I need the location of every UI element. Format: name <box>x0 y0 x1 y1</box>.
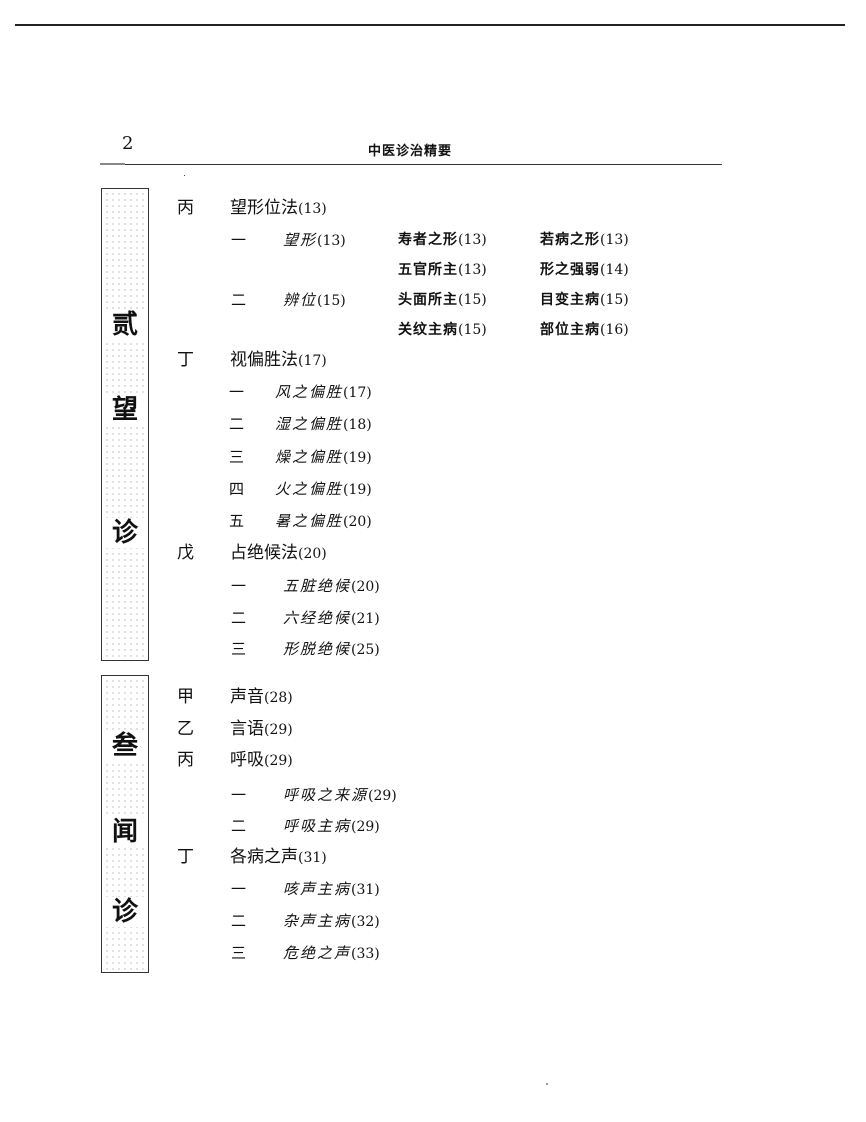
entry-marker: 戊 <box>177 543 194 563</box>
entry-marker: 二 <box>231 912 247 930</box>
section-label-char: 贰 <box>102 310 148 340</box>
sub-entry[interactable]: 五官所主(13) <box>398 262 487 278</box>
entry-marker: 二 <box>229 415 245 433</box>
entry-marker: 三 <box>231 944 247 962</box>
entry-title: 望形位法(13) <box>230 198 327 218</box>
page-ref: (20) <box>351 579 380 595</box>
section-label-box: 贰 望 诊 <box>101 188 149 661</box>
sub-entry[interactable]: 寿者之形(13) <box>398 232 487 248</box>
entry-marker: 二 <box>231 291 247 309</box>
sub-entry[interactable]: 形之强弱(14) <box>540 262 629 278</box>
sub-entry[interactable]: 部位主病(16) <box>540 322 629 338</box>
sub-entry[interactable]: 若病之形(13) <box>540 232 629 248</box>
entry-marker: 一 <box>229 383 245 401</box>
page-ref: (29) <box>368 788 397 804</box>
entry-marker: 丁 <box>177 847 194 867</box>
entry-title: 声音(28) <box>230 687 293 707</box>
entry-marker: 一 <box>231 577 247 595</box>
page-ref: (31) <box>298 850 327 866</box>
entry-marker: 三 <box>231 640 247 658</box>
page-ref: (21) <box>351 611 380 627</box>
entry-title: 杂声主病(32) <box>283 912 380 930</box>
entry-title: 六经绝候(21) <box>283 609 380 627</box>
section-label-box: 叁 闻 诊 <box>101 675 149 973</box>
speck <box>546 1083 548 1085</box>
entry-marker: 三 <box>229 448 245 466</box>
entry-title: 咳声主病(31) <box>283 880 380 898</box>
header-rule-mark <box>100 163 125 165</box>
entry-title: 暑之偏胜(20) <box>275 512 372 530</box>
entry-title: 风之偏胜(17) <box>275 383 372 401</box>
section-label-char: 诊 <box>102 518 148 548</box>
entry-marker: 五 <box>229 512 245 530</box>
entry-title: 视偏胜法(17) <box>230 350 327 370</box>
entry-title: 五脏绝候(20) <box>283 577 380 595</box>
entry-marker: 丁 <box>177 350 194 370</box>
sub-entry[interactable]: 目变主病(15) <box>540 292 629 308</box>
entry-title: 言语(29) <box>230 719 293 739</box>
page-ref: (13) <box>298 201 327 217</box>
page-ref: (15) <box>317 293 346 309</box>
speck <box>184 175 185 176</box>
page-ref: (17) <box>298 353 327 369</box>
page-ref: (19) <box>343 482 372 498</box>
entry-title: 燥之偏胜(19) <box>275 448 372 466</box>
page-ref: (20) <box>298 546 327 562</box>
entry-title: 占绝候法(20) <box>230 543 327 563</box>
entry-marker: 二 <box>231 817 247 835</box>
header-rule <box>100 164 722 165</box>
page-ref: (32) <box>351 914 380 930</box>
page-ref: (33) <box>351 946 380 962</box>
section-label-char: 望 <box>102 395 148 425</box>
entry-title: 辨位(15) <box>283 291 346 309</box>
entry-marker: 一 <box>231 231 247 249</box>
page-ref: (29) <box>264 722 293 738</box>
entry-marker: 乙 <box>177 719 194 739</box>
entry-title: 火之偏胜(19) <box>275 480 372 498</box>
entry-title: 形脱绝候(25) <box>283 640 380 658</box>
page-ref: (20) <box>343 514 372 530</box>
sub-entry[interactable]: 关纹主病(15) <box>398 322 487 338</box>
page-ref: (19) <box>343 450 372 466</box>
entry-title: 呼吸主病(29) <box>283 817 380 835</box>
page-ref: (18) <box>343 417 372 433</box>
page-ref: (29) <box>351 819 380 835</box>
top-border-rule <box>15 24 845 26</box>
page-ref: (17) <box>343 385 372 401</box>
entry-marker: 二 <box>231 609 247 627</box>
entry-marker: 四 <box>229 480 245 498</box>
entry-title: 呼吸之来源(29) <box>283 786 397 804</box>
entry-marker: 丙 <box>177 198 194 218</box>
entry-title: 望形(13) <box>283 231 346 249</box>
entry-marker: 丙 <box>177 750 194 770</box>
entry-title: 危绝之声(33) <box>283 944 380 962</box>
entry-title: 各病之声(31) <box>230 847 327 867</box>
entry-marker: 甲 <box>177 687 194 707</box>
page-number: 2 <box>122 133 134 154</box>
entry-marker: 一 <box>231 786 247 804</box>
section-label-char: 叁 <box>102 731 148 761</box>
page-ref: (25) <box>351 642 380 658</box>
section-label-char: 诊 <box>102 897 148 927</box>
running-title: 中医诊治精要 <box>368 144 453 159</box>
entry-title: 呼吸(29) <box>230 750 293 770</box>
sub-entry[interactable]: 头面所主(15) <box>398 292 487 308</box>
section-label-char: 闻 <box>102 817 148 847</box>
page-ref: (29) <box>264 753 293 769</box>
page-ref: (31) <box>351 882 380 898</box>
page-ref: (13) <box>317 233 346 249</box>
page-ref: (28) <box>264 690 293 706</box>
entry-marker: 一 <box>231 880 247 898</box>
entry-title: 湿之偏胜(18) <box>275 415 372 433</box>
